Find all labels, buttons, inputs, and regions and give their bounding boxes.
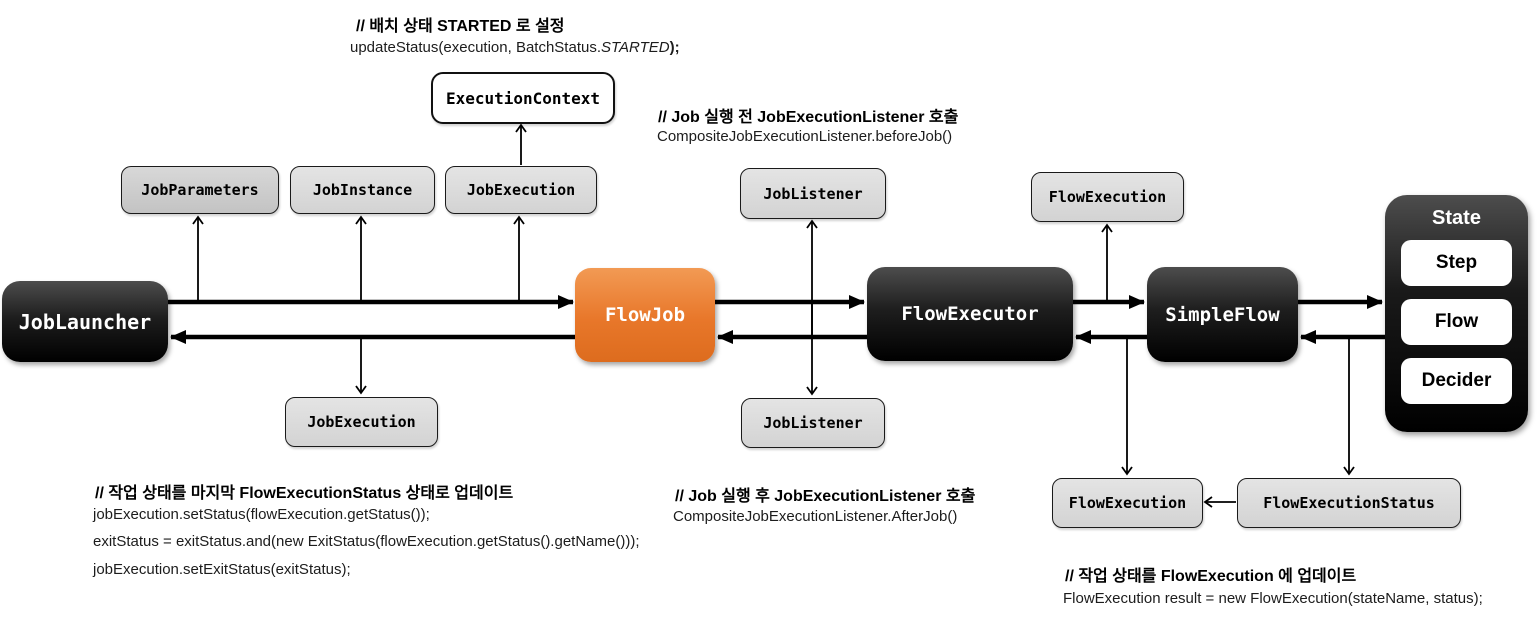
box-flow-execution-bottom: FlowExecution — [1052, 478, 1203, 528]
node-flow-job: FlowJob — [575, 268, 715, 362]
annotation-top-code: updateStatus(execution, BatchStatus.STAR… — [350, 39, 680, 56]
node-state: State Step Flow Decider — [1385, 195, 1528, 432]
state-child-decider: Decider — [1401, 358, 1512, 404]
annotation-bottom-left-code-2: exitStatus = exitStatus.and(new ExitStat… — [93, 533, 640, 550]
annotation-before-job-title: // Job 실행 전 JobExecutionListener 호출 — [658, 109, 959, 126]
box-execution-context: ExecutionContext — [431, 72, 615, 124]
box-flow-execution-status: FlowExecutionStatus — [1237, 478, 1461, 528]
annotation-bottom-left-code-3: jobExecution.setExitStatus(exitStatus); — [93, 561, 351, 578]
annotation-top-code-prefix: updateStatus(execution, BatchStatus. — [350, 39, 601, 56]
annotation-bottom-right-code: FlowExecution result = new FlowExecution… — [1063, 590, 1483, 607]
annotation-before-job-code: CompositeJobExecutionListener.beforeJob(… — [657, 128, 953, 145]
node-flow-executor: FlowExecutor — [867, 267, 1073, 361]
annotation-bottom-right-title: // 작업 상태를 FlowExecution 에 업데이트 — [1065, 568, 1357, 585]
annotation-top-code-suffix: ); — [669, 39, 680, 56]
annotation-bottom-left-title: // 작업 상태를 마지막 FlowExecutionStatus 상태로 업데… — [95, 485, 514, 502]
annotation-after-job-code: CompositeJobExecutionListener.AfterJob() — [673, 508, 958, 525]
annotation-after-job-title: // Job 실행 후 JobExecutionListener 호출 — [675, 488, 976, 505]
box-job-execution-bottom: JobExecution — [285, 397, 438, 447]
node-job-launcher: JobLauncher — [2, 281, 168, 362]
annotation-bottom-left-code-1: jobExecution.setStatus(flowExecution.get… — [93, 506, 430, 523]
state-child-flow: Flow — [1401, 299, 1512, 345]
box-job-listener-top: JobListener — [740, 168, 886, 219]
node-simple-flow: SimpleFlow — [1147, 267, 1298, 362]
box-job-execution-top: JobExecution — [445, 166, 597, 214]
state-title: State — [1432, 207, 1481, 229]
box-job-instance: JobInstance — [290, 166, 435, 214]
box-job-parameters: JobParameters — [121, 166, 279, 214]
box-flow-execution-top: FlowExecution — [1031, 172, 1184, 222]
annotation-top-code-italic: STARTED — [601, 39, 670, 56]
association-arrows — [192, 123, 1355, 508]
state-child-step: Step — [1401, 240, 1512, 286]
box-job-listener-bottom: JobListener — [741, 398, 885, 448]
annotation-top-title: // 배치 상태 STARTED 로 설정 — [356, 18, 565, 35]
